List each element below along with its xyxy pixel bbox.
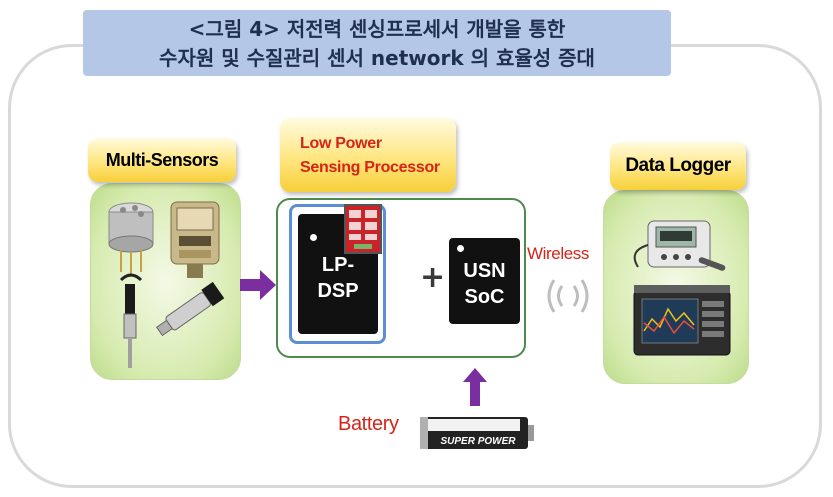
title-line-1: <그림 4> 저전력 센싱프로세서 개발을 통한 [188, 17, 566, 41]
battery-photo: SUPER POWER [420, 417, 534, 449]
low-power-line-1: Low Power [300, 135, 382, 152]
low-power-tag: Low Power Sensing Processor [280, 118, 456, 192]
wireless-label: Wireless [527, 244, 589, 263]
data-logger-panel [603, 190, 749, 384]
multi-sensors-tag: Multi-Sensors [88, 138, 236, 182]
battery-label: Battery [338, 413, 399, 435]
usn-soc-line-1: USN [463, 260, 506, 282]
title-line-2: 수자원 및 수질관리 센서 network 의 효율성 증대 [159, 46, 595, 70]
lp-dsp-line-1: LP- [321, 254, 355, 276]
up-arrow-icon [463, 368, 487, 406]
chip-pin-dot [457, 245, 464, 252]
wireless-waves-icon [547, 279, 589, 313]
battery-brand-text: SUPER POWER [440, 436, 516, 447]
usn-soc-chip: USN SoC [449, 238, 520, 324]
sensors-panel [90, 183, 241, 380]
data-logger-tag: Data Logger [610, 142, 746, 190]
figure-title: <그림 4> 저전력 센싱프로세서 개발을 통한 수자원 및 수질관리 센서 n… [83, 10, 671, 76]
low-power-line-2: Sensing Processor [300, 159, 440, 176]
right-arrow-icon [240, 270, 276, 300]
chip-pin-dot [310, 234, 317, 241]
usn-soc-line-2: SoC [464, 286, 505, 308]
sensor-photo [108, 201, 225, 368]
lp-dsp-chip: LP- DSP [298, 214, 378, 334]
circuit-board-icon [344, 204, 382, 254]
lp-dsp-line-2: DSP [317, 280, 359, 302]
plus-sign: + [420, 260, 446, 295]
data-logger-photo [633, 220, 731, 356]
